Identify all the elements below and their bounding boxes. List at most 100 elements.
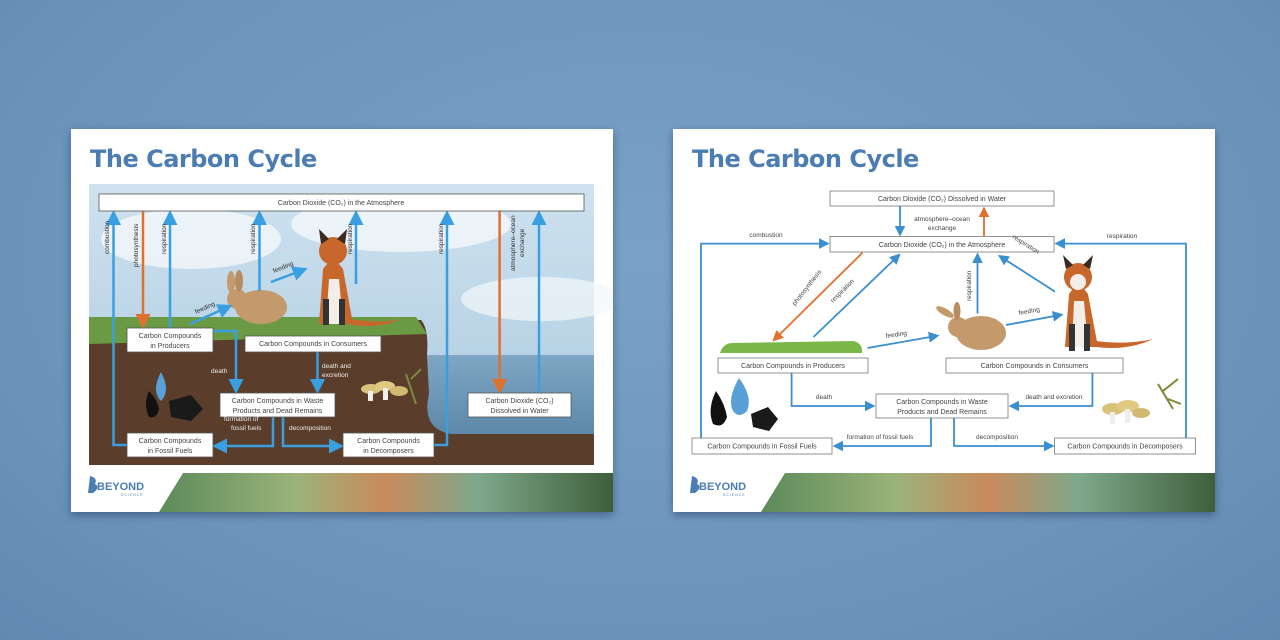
label-death-excretion: excretion	[322, 372, 349, 379]
label-decomposition: decomposition	[289, 425, 331, 432]
footer-landscape-photo	[761, 473, 1215, 512]
box-consumers-label: Carbon Compounds in Consumers	[259, 341, 367, 348]
label-atmosphere-ocean-exchange: exchange	[519, 228, 526, 257]
box-fossil-fuels-label: Carbon Compounds	[139, 438, 202, 445]
fossil-fuels-icons	[146, 372, 203, 421]
label-feeding: feeding	[1018, 306, 1041, 317]
carbon-cycle-flow-diagram: Carbon Dioxide (CO₂) Dissolved in Water …	[690, 190, 1215, 512]
footer: BEYOND SCIENCE	[88, 473, 613, 512]
label-formation-fossil-fuels: formation of	[224, 416, 259, 423]
arrow-feeding-producers-rabbit	[189, 304, 233, 326]
logo-subtext: SCIENCE	[121, 493, 144, 497]
label-photosynthesis: photosynthesis	[133, 223, 140, 267]
box-fossil-fuels	[691, 437, 833, 455]
box-waste	[219, 392, 336, 418]
arrow-respiration-decomposers	[434, 210, 455, 447]
poster-title: The Carbon Cycle	[692, 145, 919, 173]
box-fossil-fuels	[126, 432, 214, 458]
decomposers-mushrooms-icon	[361, 368, 422, 405]
logo-subtext: SCIENCE	[723, 493, 746, 497]
label-respiration: respiration	[966, 270, 973, 301]
label-respiration: respiration	[438, 223, 445, 254]
box-atmosphere-label: Carbon Dioxide (CO₂) in the Atmosphere	[278, 200, 405, 207]
rabbit-illustration	[227, 270, 287, 324]
footer-landscape-photo	[159, 473, 613, 512]
box-fossil-fuels-label: Carbon Compounds in Fossil Fuels	[707, 444, 817, 451]
arrow-feeding-rabbit-fox	[270, 266, 308, 284]
label-feeding: feeding	[885, 330, 907, 340]
arrow-death	[213, 329, 244, 394]
arrow-combustion	[106, 210, 127, 447]
label-photosynthesis: photosynthesis	[791, 268, 824, 307]
label-death-excretion: death and	[322, 363, 351, 370]
label-atmosphere-ocean-exchange: atmosphere–ocean	[914, 216, 970, 223]
beyond-logo: BEYOND SCIENCE	[88, 476, 144, 497]
box-consumers	[945, 357, 1124, 374]
arrow-formation-fossil-fuels	[212, 417, 275, 454]
carbon-cycle-scene-diagram: Carbon Dioxide (CO₂) in the Atmosphere C…	[88, 184, 613, 512]
arrow-formation-fossil-fuels	[832, 418, 932, 452]
label-combustion: combustion	[749, 232, 783, 239]
arrow-feeding-producers-rabbit	[867, 331, 940, 349]
poster-title: The Carbon Cycle	[90, 145, 317, 173]
box-waste-label: Products and Dead Remains	[897, 409, 987, 416]
label-atmosphere-ocean-exchange: atmosphere–ocean	[510, 215, 517, 271]
arrow-decomposition	[281, 417, 344, 454]
box-consumers	[244, 335, 382, 353]
label-atmosphere-ocean-exchange: exchange	[928, 225, 957, 232]
box-dissolved-water-label: Carbon Dioxide (CO₂)	[485, 398, 553, 405]
box-decomposers	[342, 432, 435, 458]
box-consumers-label: Carbon Compounds in Consumers	[981, 363, 1089, 370]
box-dissolved-water-label: Dissolved in Water	[490, 408, 549, 415]
box-waste-label: Products and Dead Remains	[233, 408, 323, 415]
box-producers	[126, 327, 214, 353]
label-death: death	[211, 368, 228, 375]
label-death: death	[816, 394, 833, 401]
arrow-death	[790, 373, 876, 412]
label-formation-fossil-fuels: formation of fossil fuels	[847, 434, 914, 441]
fox-illustration	[1063, 255, 1153, 351]
rabbit-illustration	[936, 302, 1006, 350]
grass-illustration	[720, 341, 863, 353]
label-formation-fossil-fuels: fossil fuels	[231, 425, 262, 432]
box-producers-label: Carbon Compounds in Producers	[741, 363, 845, 370]
box-decomposers-label: Carbon Compounds in Decomposers	[1067, 444, 1183, 451]
box-producers	[717, 357, 869, 374]
label-death-excretion: death and excretion	[1025, 394, 1082, 401]
box-fossil-fuels-label: in Fossil Fuels	[148, 448, 193, 455]
label-respiration: respiration	[347, 223, 354, 254]
box-waste-label: Carbon Compounds in Waste	[232, 398, 324, 405]
arrow-photosynthesis	[772, 252, 864, 342]
label-combustion: combustion	[104, 220, 111, 254]
poster-scene-version: Carbon Dioxide (CO₂) in the Atmosphere C…	[71, 129, 613, 512]
logo-text: BEYOND	[97, 481, 144, 493]
label-respiration: respiration	[250, 223, 257, 254]
arrow-death-excretion	[1008, 373, 1094, 412]
logo-text: BEYOND	[699, 481, 746, 493]
arrow-feeding-rabbit-fox	[1005, 311, 1064, 326]
box-producers-label: Carbon Compounds	[139, 333, 202, 340]
beyond-logo: BEYOND SCIENCE	[690, 476, 746, 497]
label-decomposition: decomposition	[976, 434, 1018, 441]
footer: BEYOND SCIENCE	[690, 473, 1215, 512]
arrow-respiration-fox	[997, 255, 1056, 293]
box-atmosphere	[829, 236, 1055, 253]
box-dissolved-water	[829, 190, 1055, 207]
arrow-respiration-producers	[812, 253, 901, 338]
box-dissolved-water	[467, 392, 572, 418]
fossil-fuels-icons	[710, 378, 778, 431]
poster-flowchart-version: Carbon Dioxide (CO₂) Dissolved in Water …	[673, 129, 1215, 512]
box-atmosphere-label: Carbon Dioxide (CO₂) in the Atmosphere	[879, 242, 1006, 249]
decomposers-mushrooms-icon	[1102, 378, 1182, 424]
box-atmosphere	[98, 193, 585, 212]
box-decomposers	[1054, 437, 1197, 455]
box-waste	[875, 393, 1009, 419]
box-dissolved-water-label: Carbon Dioxide (CO₂) Dissolved in Water	[878, 196, 1007, 203]
label-respiration: respiration	[161, 223, 168, 254]
arrow-decomposition	[953, 418, 1055, 452]
arrow-respiration-decomposers	[1054, 238, 1187, 438]
box-decomposers-label: Carbon Compounds	[357, 438, 420, 445]
box-waste-label: Carbon Compounds in Waste	[896, 399, 988, 406]
arrow-combustion	[700, 238, 830, 438]
label-respiration: respiration	[1107, 233, 1138, 240]
